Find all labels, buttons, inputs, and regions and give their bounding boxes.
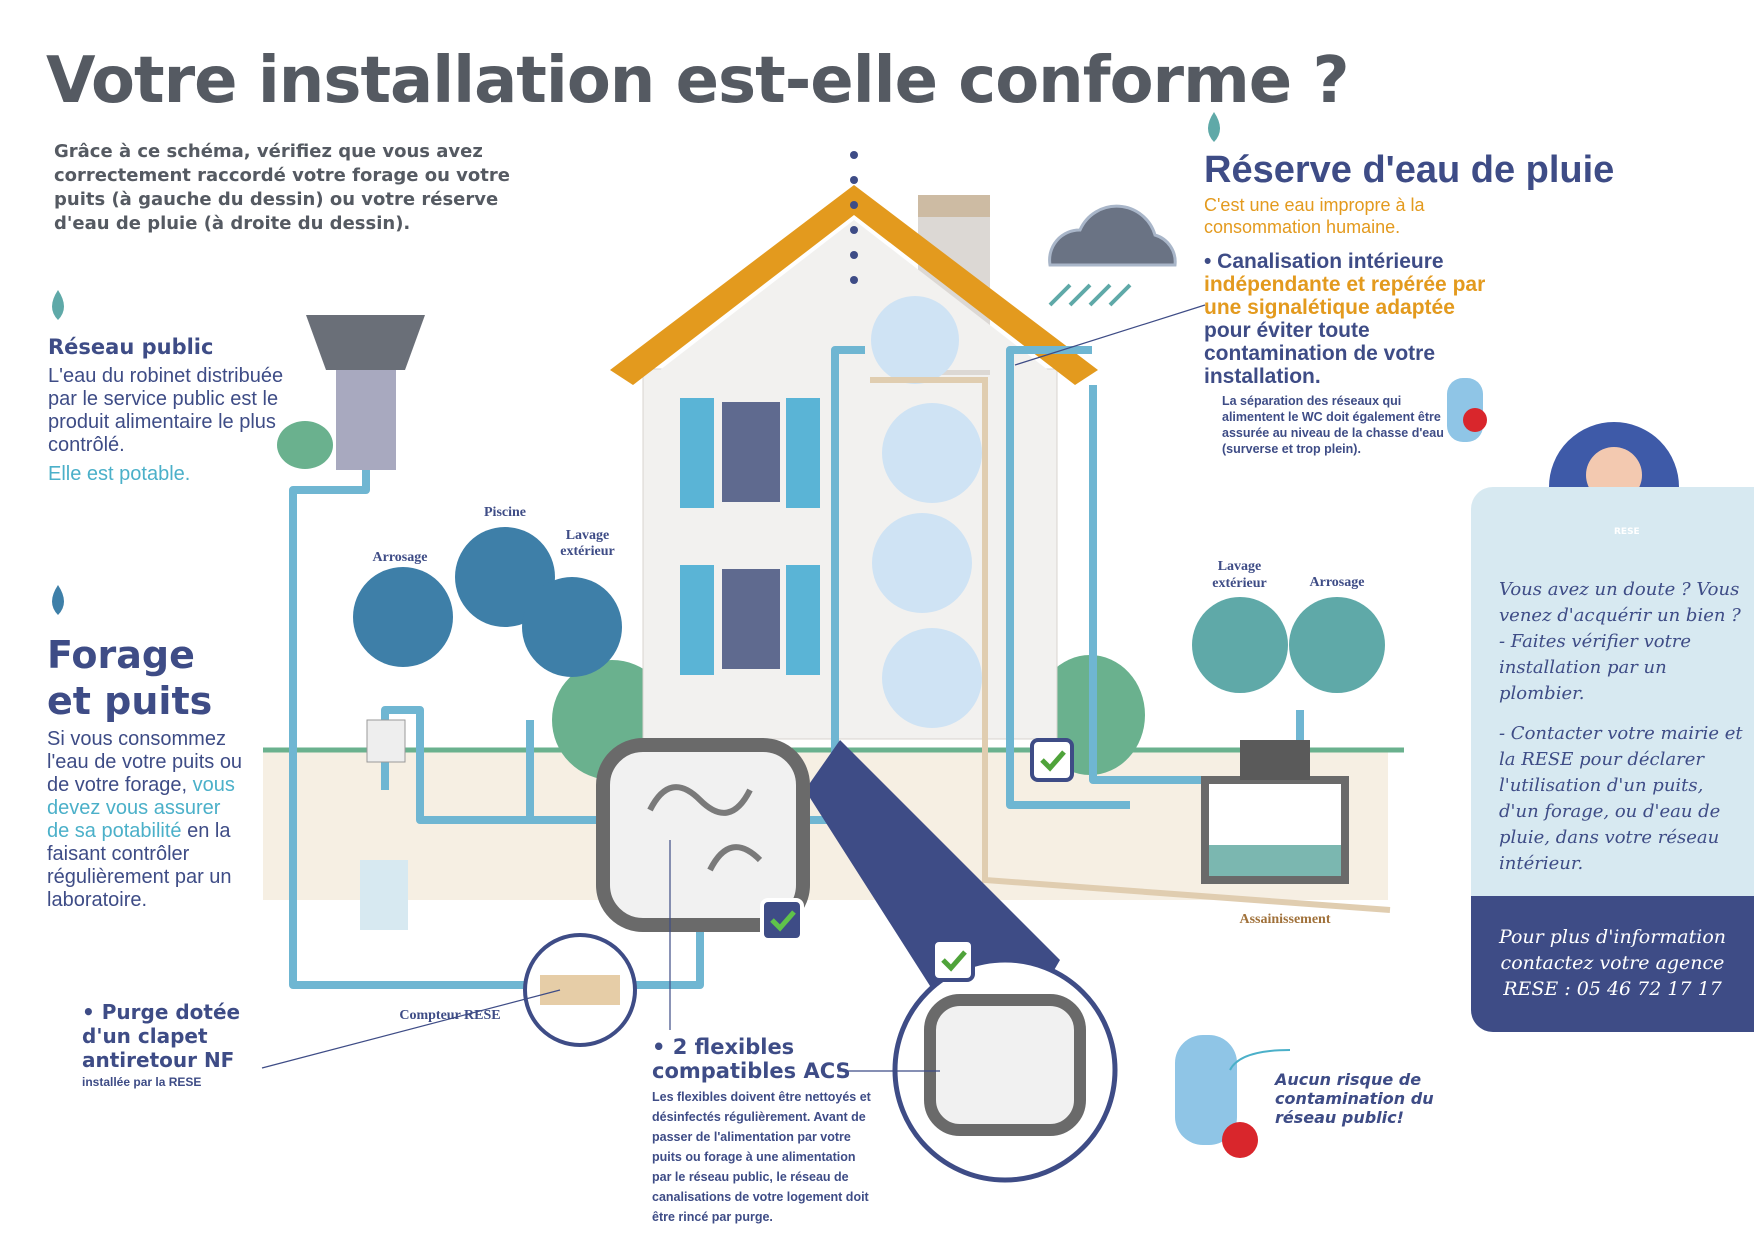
usage-circles bbox=[353, 527, 622, 677]
label-arrosage-right: Arrosage bbox=[1309, 575, 1365, 590]
usage-circles-right bbox=[1192, 597, 1385, 693]
water-tower bbox=[306, 315, 425, 470]
pluie-subtitle: C'est une eau impropre à la consommation… bbox=[1204, 195, 1425, 237]
flexibles-title: • 2 flexibles compatibles ACS bbox=[652, 1035, 851, 1083]
mascot-icon bbox=[1175, 378, 1487, 1158]
pluie-note: La séparation des réseaux qui alimentent… bbox=[1222, 394, 1444, 456]
rain-cloud-icon bbox=[1048, 204, 1177, 267]
panel-item-2: - Contacter votre mairie et la RESE pour… bbox=[1499, 723, 1743, 874]
label-lavage-right: Lavage extérieur bbox=[1212, 559, 1267, 591]
panel-question: Vous avez un doute ? Vous venez d'acquér… bbox=[1499, 579, 1741, 626]
water-drop-icon bbox=[52, 112, 1220, 615]
purge-sub: installée par la RESE bbox=[82, 1075, 202, 1089]
intro-text: Grâce à ce schéma, vérifiez que vous ave… bbox=[54, 141, 510, 234]
forage-text-1: Si vous consommez l'eau de votre puits o… bbox=[47, 728, 243, 796]
forage-section: Forage et puits Si vous consommez l'eau … bbox=[47, 632, 247, 912]
check-icon bbox=[760, 738, 1074, 982]
reseau-public-title: Réseau public bbox=[48, 335, 214, 359]
info-panel: Vous avez un doute ? Vous venez d'acquér… bbox=[1471, 487, 1754, 1032]
label-piscine: Piscine bbox=[484, 505, 526, 520]
forage-title-1: Forage bbox=[47, 633, 195, 677]
label-assainissement: Assainissement bbox=[1239, 912, 1331, 927]
room-circles bbox=[871, 296, 982, 728]
forage-text-2: en la faisant contrôler régulièrement pa… bbox=[47, 820, 232, 911]
panel-contact: Pour plus d'information contactez votre … bbox=[1471, 896, 1754, 1032]
page-title: Votre installation est-elle conforme ? bbox=[46, 44, 1350, 118]
pipes bbox=[289, 346, 1304, 989]
pluie-title: Réserve d'eau de pluie bbox=[1204, 149, 1615, 191]
forage-title-2: et puits bbox=[47, 679, 213, 723]
flexibles-section: • 2 flexibles compatibles ACS Les flexib… bbox=[652, 1035, 872, 1227]
rese-logo: RESE bbox=[1614, 527, 1640, 537]
forage-highlight: vous devez vous assurer de sa potabilité bbox=[47, 774, 235, 842]
roof bbox=[610, 185, 1098, 385]
label-compteur: Compteur RESE bbox=[399, 1008, 501, 1023]
panel-item-1: - Faites vérifier votre installation par… bbox=[1499, 631, 1692, 704]
flexible-connection-box bbox=[596, 738, 810, 932]
flexibles-text: Les flexibles doivent être nettoyés et d… bbox=[652, 1090, 871, 1224]
reseau-public-text: L'eau du robinet distribuée par le servi… bbox=[48, 365, 284, 456]
window bbox=[680, 398, 820, 675]
label-arrosage: Arrosage bbox=[372, 550, 428, 565]
pluie-bullet-1: • Canalisation intérieure bbox=[1204, 250, 1444, 273]
pluie-highlight: indépendante et repérée par une signalét… bbox=[1204, 273, 1486, 319]
reseau-public-potable: Elle est potable. bbox=[48, 463, 191, 485]
well bbox=[360, 860, 408, 930]
purge-section: • Purge dotée d'un clapet antiretour NF … bbox=[82, 1000, 262, 1092]
aucun-risque-text: Aucun risque de contamination du réseau … bbox=[1275, 1070, 1434, 1127]
pluie-bullet-2: pour éviter toute contamination de votre… bbox=[1204, 319, 1436, 388]
pluie-section: Réserve d'eau de pluie C'est une eau imp… bbox=[1204, 148, 1664, 457]
label-lavage: Lavage extérieur bbox=[560, 528, 615, 559]
purge-title: • Purge dotée d'un clapet antiretour NF bbox=[82, 1000, 241, 1072]
sewage-pipe bbox=[870, 377, 1391, 913]
reseau-public-section: Réseau public L'eau du robinet distribué… bbox=[48, 335, 288, 486]
